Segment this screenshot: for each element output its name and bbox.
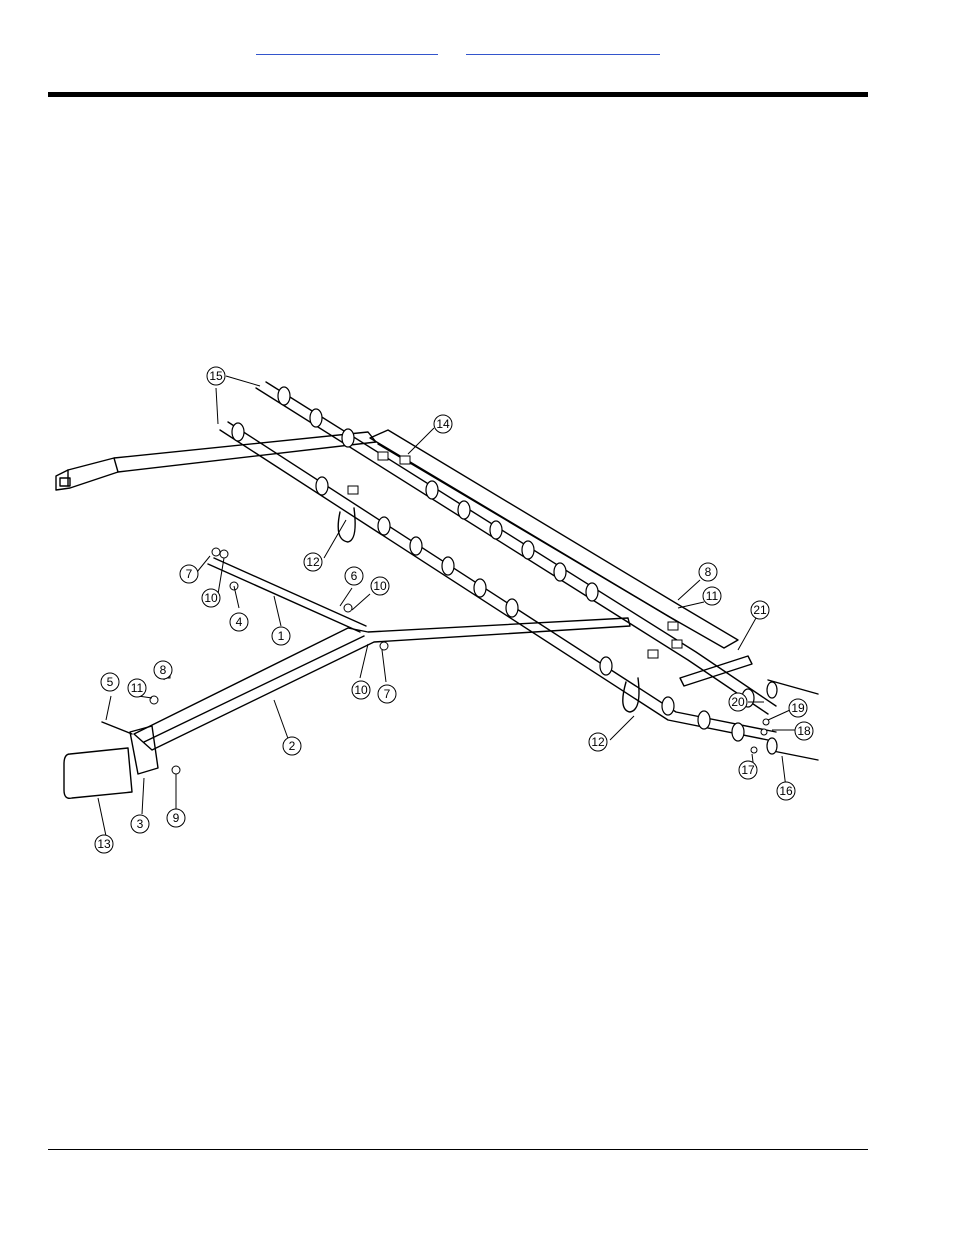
callout-label: 19	[791, 701, 805, 715]
callout-label: 11	[131, 681, 144, 695]
callout-label: 10	[373, 579, 387, 593]
callout-label: 6	[351, 569, 358, 583]
callout-10-b: 10	[370, 576, 390, 596]
callout-7-b: 7	[377, 684, 397, 704]
callout-18: 18	[794, 721, 814, 741]
callout-label: 5	[107, 675, 114, 689]
callout-label: 15	[209, 369, 223, 383]
callout-label: 2	[289, 739, 296, 753]
callout-21: 21	[750, 600, 770, 620]
callout-19: 19	[788, 698, 808, 718]
callout-label: 8	[160, 663, 167, 677]
callout-11-b: 11	[127, 678, 147, 698]
callout-11-a: 11	[702, 586, 722, 606]
header-rule	[48, 92, 868, 97]
callout-10-a: 10	[201, 588, 221, 608]
callout-label: 4	[236, 615, 243, 629]
callout-label: 12	[591, 735, 605, 749]
callout-label: 16	[779, 784, 793, 798]
callout-17: 17	[738, 760, 758, 780]
callout-15-a: 15	[206, 366, 226, 386]
callout-label: 12	[306, 555, 320, 569]
callout-label: 7	[186, 567, 193, 581]
callout-20: 20	[728, 692, 748, 712]
callout-9: 9	[166, 808, 186, 828]
callout-label: 20	[731, 695, 745, 709]
callout-7-a: 7	[179, 564, 199, 584]
callout-label: 9	[173, 811, 180, 825]
callout-8-a: 8	[698, 562, 718, 582]
callout-label: 14	[436, 417, 450, 431]
header-link-right[interactable]	[466, 40, 660, 55]
callout-label: 17	[741, 763, 755, 777]
parts-diagram-svg: 15 14 12 7 10 4 1 6 10 10 7 8 11 21 20 1…	[55, 366, 819, 854]
callout-label: 7	[384, 687, 391, 701]
callout-16: 16	[776, 781, 796, 801]
callout-3: 3	[130, 814, 150, 834]
callout-13: 13	[94, 834, 114, 854]
callout-label: 10	[204, 591, 218, 605]
callout-2: 2	[282, 736, 302, 756]
callout-12-a: 12	[303, 552, 323, 572]
callout-1: 1	[271, 626, 291, 646]
callout-label: 18	[797, 724, 811, 738]
callout-label: 21	[753, 603, 767, 617]
callout-label: 11	[706, 589, 719, 603]
callout-6: 6	[344, 566, 364, 586]
callout-label: 3	[137, 817, 144, 831]
header-link-left[interactable]	[256, 40, 438, 55]
callout-label: 13	[97, 837, 111, 851]
parts-diagram: 15 14 12 7 10 4 1 6 10 10 7 8 11 21 20 1…	[48, 360, 830, 856]
callout-label: 10	[354, 683, 368, 697]
callout-8-b: 8	[153, 660, 173, 680]
callout-10-c: 10	[351, 680, 371, 700]
callout-14: 14	[433, 414, 453, 434]
callout-label: 8	[705, 565, 712, 579]
callout-label: 1	[278, 629, 285, 643]
callout-12-b: 12	[588, 732, 608, 752]
footer-rule	[48, 1149, 868, 1150]
callout-4: 4	[229, 612, 249, 632]
callout-5: 5	[100, 672, 120, 692]
